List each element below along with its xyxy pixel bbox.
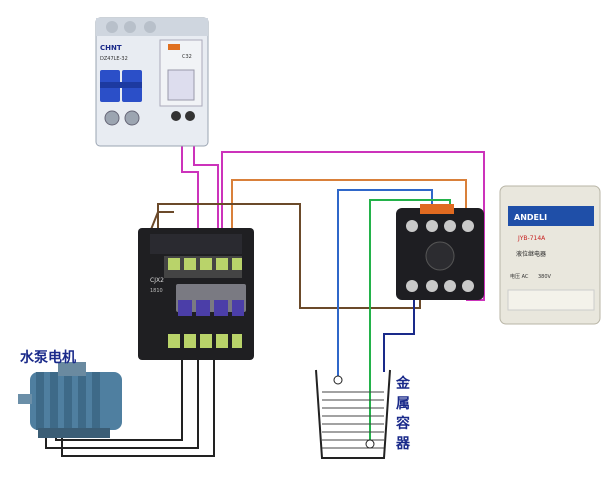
container-label-char-2: 属 bbox=[396, 396, 410, 412]
contactor-bottom-terminals bbox=[168, 334, 242, 348]
contactor-brand: CJX2 bbox=[150, 277, 164, 284]
wire-brown-2 bbox=[149, 211, 174, 233]
wire-darkblue bbox=[383, 290, 415, 372]
wire-orange bbox=[231, 179, 467, 255]
circuit-breaker: CHNT DZ47LE-32 C32 bbox=[95, 17, 209, 147]
relay-voltage-value: 380V bbox=[538, 274, 552, 280]
metal-container bbox=[315, 369, 391, 459]
breaker-brand: CHNT bbox=[100, 44, 122, 52]
contactor-top-terminals bbox=[168, 258, 242, 270]
container-label-char-3: 容 bbox=[395, 415, 410, 432]
relay-brand: ANDELI bbox=[514, 213, 547, 222]
pump-motor-label: 水泵电机 bbox=[20, 349, 76, 366]
metal-container-label: 金 属 容 器 bbox=[395, 375, 411, 452]
relay-socket bbox=[396, 204, 484, 300]
breaker-model: DZ47LE-32 bbox=[100, 56, 128, 62]
wire-magenta-2 bbox=[193, 140, 219, 255]
wire-brown bbox=[157, 203, 421, 309]
container-label-char-4: 器 bbox=[395, 436, 411, 452]
pump-motor bbox=[18, 362, 122, 438]
breaker-rating: C32 bbox=[182, 54, 192, 60]
relay-model: JYB-714A bbox=[517, 235, 546, 242]
relay-name: 液位继电器 bbox=[516, 250, 546, 258]
relay-voltage-label: 电压 AC bbox=[510, 273, 529, 280]
wire-magenta-1 bbox=[181, 140, 199, 255]
container-label-char-1: 金 bbox=[395, 375, 411, 392]
contactor-model: 1810 bbox=[150, 288, 163, 294]
contactor: CJX2 1810 bbox=[138, 228, 254, 360]
level-relay: ANDELI JYB-714A 液位继电器 电压 AC 380V bbox=[499, 185, 601, 325]
